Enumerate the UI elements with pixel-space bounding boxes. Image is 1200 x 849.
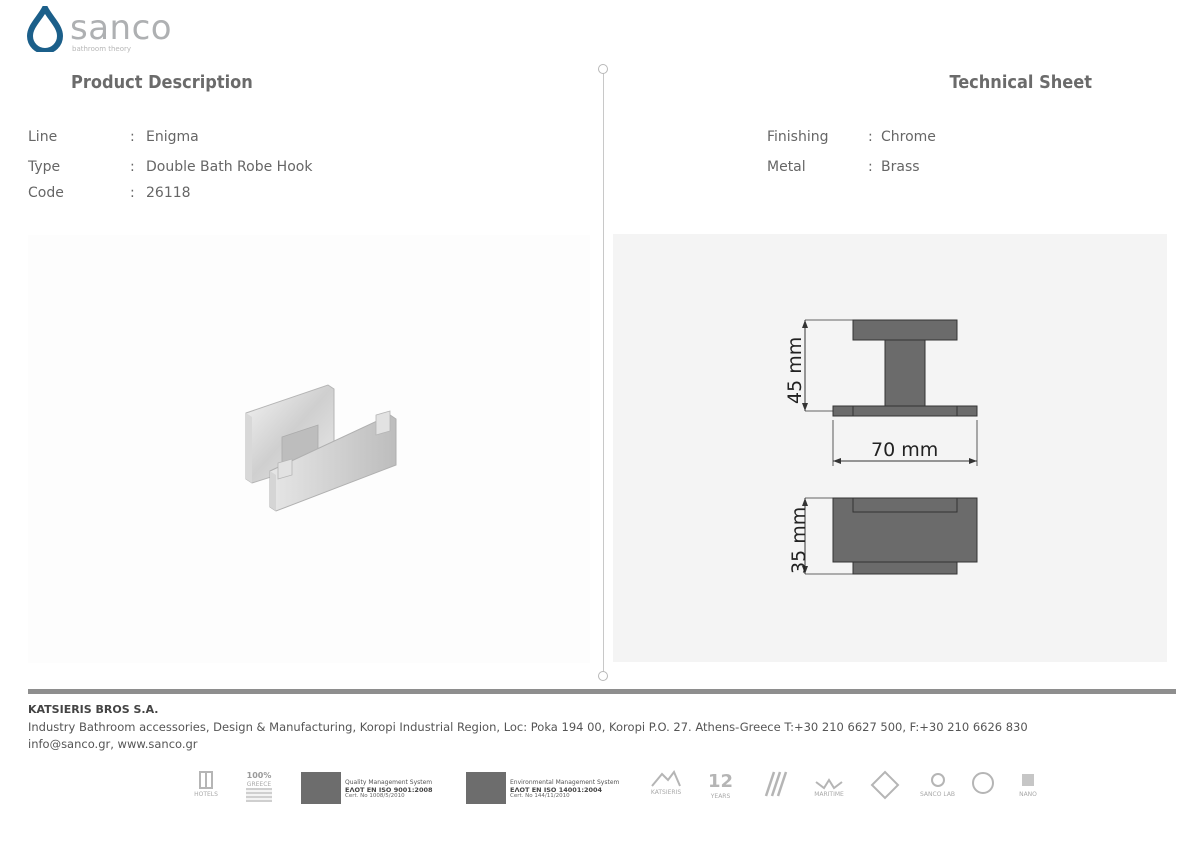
separator: :: [868, 129, 873, 145]
years-label: YEARS: [710, 793, 731, 800]
column-divider: [603, 70, 604, 676]
line-value: Enigma: [146, 129, 199, 145]
company-contacts[interactable]: info@sanco.gr, www.sanco.gr: [28, 737, 198, 751]
cert-number: Cert. No 1008/5/2010: [345, 793, 405, 799]
katsieris-label: KATSIERIS: [650, 789, 682, 796]
years-number: 12: [708, 771, 734, 792]
hotel-icon: [199, 771, 213, 789]
eurocert-logo: [301, 772, 341, 804]
sun-icon: [930, 773, 945, 787]
wave-icon: [815, 778, 843, 790]
maritime-badge: MARITIME: [812, 770, 846, 798]
years-badge: 12 YEARS: [708, 770, 733, 800]
shield-badge: [870, 770, 900, 800]
divider-bottom-cap: [598, 671, 608, 681]
greek-flag-icon: [246, 788, 272, 802]
technical-sheet-heading: Technical Sheet: [949, 72, 1092, 93]
stripes-icon: [764, 771, 788, 797]
separator: :: [130, 159, 135, 175]
dimension-drawing: 45 mm 70 mm 35 mm: [784, 319, 978, 575]
cert-title: Environmental Management System: [510, 779, 620, 786]
company-name: KATSIERIS BROS S.A.: [28, 703, 159, 716]
mountain-icon: [651, 770, 681, 787]
dim-width-label: 70 mm: [871, 439, 938, 461]
metal-label: Metal: [767, 159, 806, 175]
made-in-greece-badge: 100% GREECE: [246, 770, 272, 802]
finishing-label: Finishing: [767, 129, 829, 145]
separator: :: [130, 129, 135, 145]
maritime-label: MARITIME: [814, 791, 844, 798]
hotels-label: HOTELS: [194, 791, 218, 798]
circle-icon: [972, 772, 994, 794]
nano-badge: NANO: [1016, 770, 1040, 798]
brand-tagline: bathroom theory: [72, 45, 132, 53]
lab-badge: SANCO LAB: [920, 770, 955, 798]
product-description-heading: Product Description: [71, 72, 253, 93]
line-label: Line: [28, 129, 58, 145]
cert-title: Quality Management System: [345, 779, 433, 786]
company-address: Industry Bathroom accessories, Design & …: [28, 720, 1028, 734]
metal-value: Brass: [881, 159, 920, 175]
sanco-logo[interactable]: sanco bathroom theory: [26, 6, 172, 54]
diamond-icon: [870, 770, 900, 800]
stripes-badge: [762, 770, 788, 798]
finishing-value: Chrome: [881, 129, 936, 145]
nano-label: NANO: [1019, 791, 1037, 798]
divider-top-cap: [598, 64, 608, 74]
type-label: Type: [28, 159, 61, 175]
made-in-greece-label: GREECE: [246, 781, 272, 788]
brand-name: sanco: [70, 8, 173, 48]
square-icon: [1022, 774, 1034, 786]
dim-height-label: 45 mm: [784, 337, 806, 404]
water-drop-icon: [26, 6, 64, 52]
footer-rule: [28, 689, 1176, 694]
cert-number: Cert. No 144/11/2010: [510, 793, 570, 799]
lab-label: SANCO LAB: [920, 791, 956, 798]
circle-badge: [970, 770, 996, 796]
made-in-greece-percent: 100%: [246, 771, 272, 780]
product-photo: [28, 235, 590, 663]
technical-drawing: 45 mm 70 mm 35 mm: [613, 234, 1167, 662]
separator: :: [130, 185, 135, 201]
cert-standard: ΕΛΟΤ EN ISO 9001:2008: [345, 786, 433, 794]
code-label: Code: [28, 185, 64, 201]
dim-depth-label: 35 mm: [788, 507, 810, 574]
cert-standard: ΕΛΟΤ EN ISO 14001:2004: [510, 786, 603, 794]
type-value: Double Bath Robe Hook: [146, 159, 313, 175]
katsieris-badge: KATSIERIS: [650, 770, 682, 796]
separator: :: [868, 159, 873, 175]
code-value: 26118: [146, 185, 191, 201]
hotels-badge: HOTELS: [192, 770, 220, 798]
robe-hook-illustration: [245, 384, 397, 512]
eurocert-logo: [466, 772, 506, 804]
